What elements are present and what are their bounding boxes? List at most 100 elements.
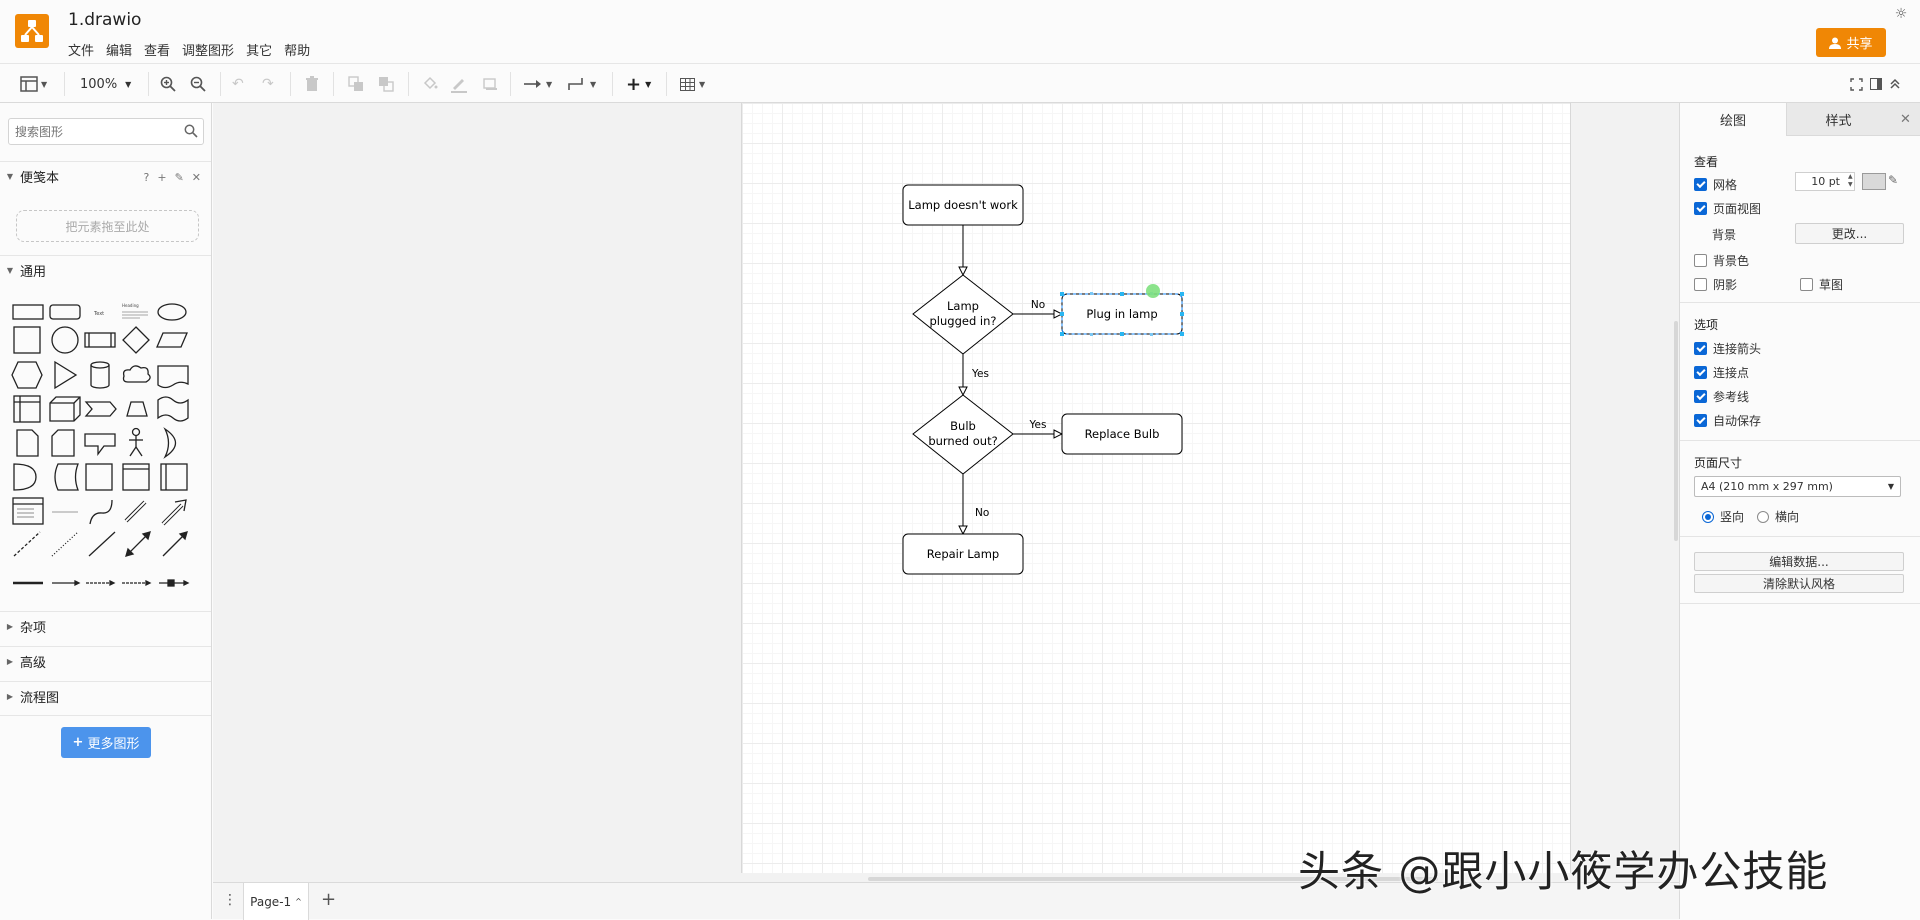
shape-trapezoid[interactable] — [126, 401, 148, 417]
shape-dotted-line[interactable] — [51, 531, 79, 557]
close-panel-icon[interactable]: ✕ — [1890, 103, 1920, 136]
shape-vertical-container[interactable] — [160, 463, 188, 491]
document-title[interactable]: 1.drawio — [68, 10, 142, 30]
node-decision-bulb[interactable]: Bulb burned out? — [912, 394, 1014, 475]
node-plug-in[interactable]: Plug in lamp — [1061, 293, 1183, 335]
page-size-select[interactable]: A4 (210 mm x 297 mm) ▼ — [1694, 476, 1901, 497]
shadow-button[interactable] — [482, 74, 498, 94]
table-dropdown[interactable]: ▼ — [680, 74, 705, 94]
collapse-button[interactable] — [1889, 74, 1901, 94]
zoom-dropdown[interactable]: 100% ▼ — [80, 74, 131, 94]
shape-swimlane[interactable] — [122, 463, 150, 491]
theme-sun-icon[interactable]: ☼ — [1894, 6, 1908, 22]
line-color-button[interactable] — [450, 74, 468, 94]
add-page-icon[interactable]: + — [321, 889, 337, 910]
radio-unselected[interactable] — [1757, 510, 1769, 523]
shape-dashed-line[interactable] — [13, 531, 41, 557]
shape-directional-connector[interactable] — [162, 531, 188, 557]
zoom-out-button[interactable] — [190, 74, 206, 94]
to-front-button[interactable] — [348, 74, 364, 94]
search-icon[interactable] — [184, 124, 198, 138]
horizontal-scrollbar[interactable] — [868, 877, 1438, 881]
search-input[interactable] — [9, 119, 169, 144]
checkbox-unchecked[interactable] — [1694, 254, 1707, 267]
shape-text[interactable]: Text — [93, 311, 104, 317]
diagram-canvas[interactable]: No Yes Yes No Lamp doesn't work Lamp plu… — [213, 103, 1679, 882]
checkbox-checked[interactable] — [1694, 178, 1707, 191]
connection-style-dropdown[interactable]: ▼ — [524, 74, 552, 94]
shape-link-dotted[interactable] — [122, 579, 152, 587]
shape-hexagon[interactable] — [11, 361, 43, 389]
shape-line[interactable] — [88, 531, 116, 557]
share-button[interactable]: 共享 — [1816, 28, 1886, 57]
checkbox-checked[interactable] — [1694, 342, 1707, 355]
shape-diamond[interactable] — [122, 326, 150, 354]
close-icon[interactable]: ✕ — [191, 171, 201, 184]
shape-link-dashed[interactable] — [86, 579, 116, 587]
guides-checkbox[interactable]: 参考线 — [1694, 388, 1749, 405]
view-format-toggle[interactable]: ▼ — [20, 74, 47, 94]
checkbox-unchecked[interactable] — [1800, 278, 1813, 291]
menu-edit[interactable]: 编辑 — [106, 44, 133, 59]
change-background-button[interactable]: 更改... — [1795, 223, 1904, 244]
node-decision-plugged[interactable]: Lamp plugged in? — [912, 274, 1014, 355]
waypoints-dropdown[interactable]: ▼ — [568, 74, 596, 94]
checkbox-checked[interactable] — [1694, 366, 1707, 379]
portrait-radio[interactable]: 竖向 — [1702, 508, 1744, 525]
grid-color-swatch[interactable] — [1862, 173, 1886, 190]
grid-size-input[interactable]: 10 pt — [1795, 172, 1855, 191]
tab-diagram[interactable]: 绘图 — [1680, 103, 1786, 136]
shape-and[interactable] — [13, 463, 37, 491]
shape-cloud[interactable] — [122, 365, 151, 383]
rotate-handle[interactable] — [1146, 284, 1160, 298]
checkbox-checked[interactable] — [1694, 202, 1707, 215]
general-section-header[interactable]: ▼ 通用 — [0, 255, 211, 285]
misc-section-header[interactable]: ▶ 杂项 — [0, 611, 211, 641]
shape-bidirectional-connector[interactable] — [125, 531, 151, 557]
shape-link-diamond[interactable] — [159, 579, 190, 587]
grid-checkbox[interactable]: 网格 — [1694, 176, 1737, 193]
help-icon[interactable]: ? — [143, 171, 150, 184]
flowchart-section-header[interactable]: ▶ 流程图 — [0, 681, 211, 711]
shape-search[interactable] — [8, 118, 204, 145]
radio-selected[interactable] — [1702, 510, 1714, 523]
shape-card[interactable] — [51, 429, 75, 457]
shape-curve[interactable] — [89, 499, 113, 525]
shape-arrow[interactable] — [161, 499, 187, 526]
shape-process[interactable] — [84, 332, 116, 348]
insert-dropdown[interactable]: + ▼ — [626, 74, 651, 95]
shape-link-arrow[interactable] — [52, 579, 81, 587]
stepper-icon[interactable]: ▲▼ — [1848, 173, 1853, 188]
menu-help[interactable]: 帮助 — [284, 44, 311, 59]
more-shapes-button[interactable]: + 更多图形 — [61, 727, 151, 758]
checkbox-checked[interactable] — [1694, 390, 1707, 403]
shape-rectangle[interactable] — [12, 304, 44, 320]
scratchpad-dropzone[interactable]: 把元素拖至此处 — [16, 210, 199, 242]
connection-points-checkbox[interactable]: 连接点 — [1694, 364, 1749, 381]
shape-rounded-rectangle[interactable] — [49, 304, 81, 320]
diagram-page[interactable]: No Yes Yes No Lamp doesn't work Lamp plu… — [741, 103, 1571, 873]
delete-button[interactable] — [305, 74, 319, 94]
checkbox-unchecked[interactable] — [1694, 278, 1707, 291]
format-panel-toggle[interactable] — [1870, 74, 1882, 94]
connection-arrows-checkbox[interactable]: 连接箭头 — [1694, 340, 1761, 357]
add-icon[interactable]: + — [157, 171, 167, 184]
node-replace-bulb[interactable]: Replace Bulb — [1061, 413, 1183, 455]
node-repair-lamp[interactable]: Repair Lamp — [902, 533, 1024, 575]
tab-style[interactable]: 样式 — [1786, 103, 1890, 136]
shape-list[interactable] — [12, 497, 44, 525]
shape-step[interactable] — [84, 401, 117, 417]
fullscreen-button[interactable] — [1850, 74, 1863, 94]
menu-arrange[interactable]: 调整图形 — [182, 44, 235, 59]
shape-actor[interactable] — [129, 427, 143, 457]
eyedropper-icon[interactable]: ✎ — [1888, 173, 1899, 187]
menu-extras[interactable]: 其它 — [246, 44, 273, 59]
undo-button[interactable]: ↶ — [232, 74, 244, 94]
shape-tape[interactable] — [157, 396, 189, 422]
shape-ellipse[interactable] — [157, 303, 187, 321]
shape-circle[interactable] — [51, 326, 79, 354]
scratchpad-header[interactable]: ▼ 便笺本 ? + ✎ ✕ — [0, 161, 211, 191]
checkbox-checked[interactable] — [1694, 414, 1707, 427]
vertical-scrollbar[interactable] — [1674, 321, 1678, 541]
page-view-checkbox[interactable]: 页面视图 — [1694, 200, 1761, 217]
